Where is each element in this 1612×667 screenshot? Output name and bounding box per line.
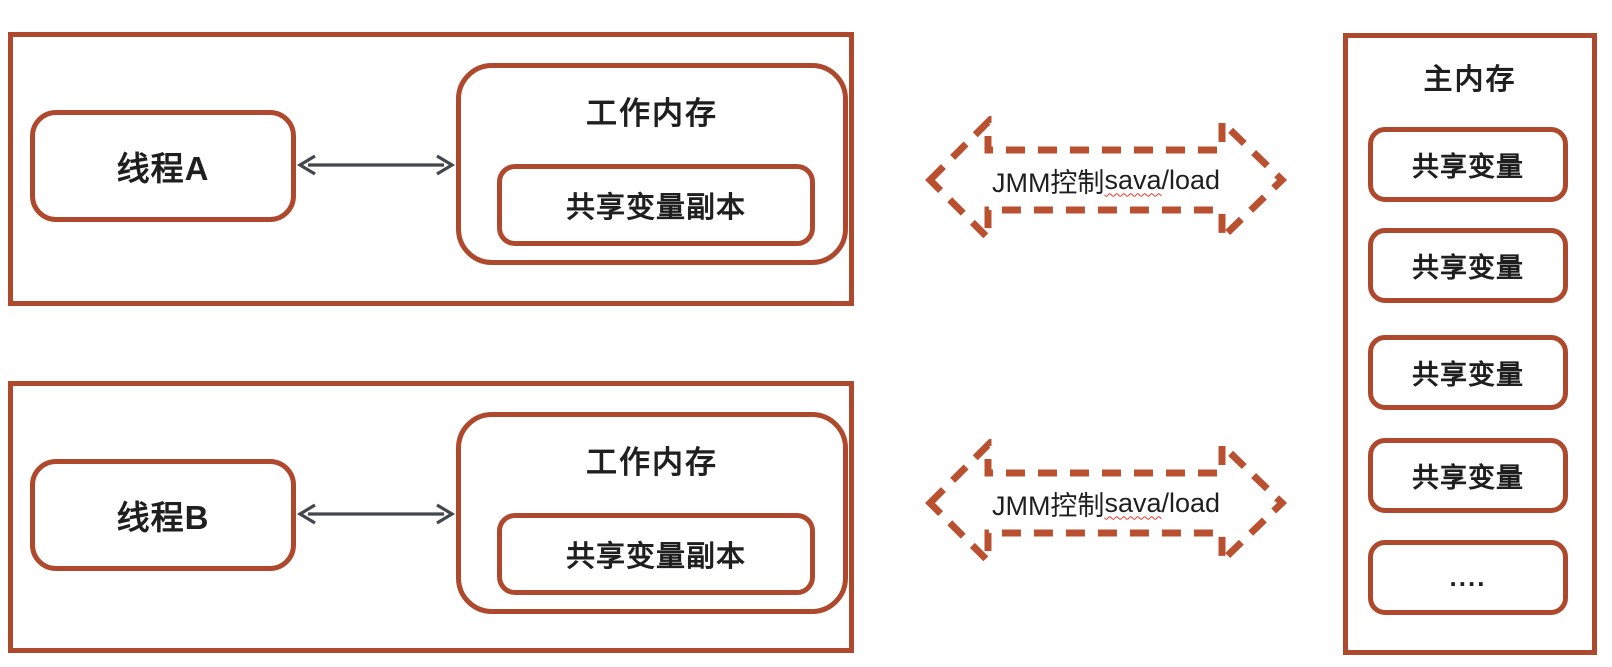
jmm-label-suffix: /load <box>1161 164 1221 195</box>
thread-b-container: 线程B 工作内存 共享变量副本 <box>8 381 854 653</box>
shared-variable-slot-1: 共享变量 <box>1368 127 1568 202</box>
jmm-label-misspelled-word: sava <box>1104 487 1162 518</box>
shared-variable-slot-3: 共享变量 <box>1368 335 1568 410</box>
jmm-label-misspelled-word: sava <box>1104 164 1162 195</box>
double-arrow-icon <box>296 503 456 525</box>
thread-a-container: 线程A 工作内存 共享变量副本 <box>8 32 854 306</box>
main-memory-title: 主内存 <box>1423 64 1517 96</box>
shared-variable-label: 共享变量 <box>1412 360 1524 390</box>
shared-copy-a-box: 共享变量副本 <box>497 164 815 246</box>
shared-variable-label: 共享变量 <box>1412 463 1524 493</box>
working-memory-b-box: 工作内存 共享变量副本 <box>456 412 848 614</box>
double-arrow-icon <box>296 154 456 176</box>
working-memory-a-box: 工作内存 共享变量副本 <box>456 63 848 265</box>
dashed-double-arrow-icon <box>925 439 1288 567</box>
shared-copy-a-label: 共享变量副本 <box>565 192 746 224</box>
shared-copy-b-box: 共享变量副本 <box>497 513 815 595</box>
thread-b-label: 线程B <box>116 499 210 536</box>
dashed-double-arrow-icon <box>925 116 1288 244</box>
more-variables-slot: .... <box>1368 540 1568 615</box>
shared-variable-label: 共享变量 <box>1412 152 1524 182</box>
shared-variable-slot-2: 共享变量 <box>1368 228 1568 303</box>
working-memory-b-title: 工作内存 <box>586 445 718 480</box>
thread-b-box: 线程B <box>30 459 296 571</box>
shared-variable-slot-4: 共享变量 <box>1368 438 1568 513</box>
jmm-label-suffix: /load <box>1161 487 1221 518</box>
shared-variable-label: 共享变量 <box>1412 253 1524 283</box>
jmm-label-prefix: JMM控制 <box>991 490 1105 521</box>
shared-copy-b-label: 共享变量副本 <box>565 541 746 573</box>
ellipsis-label: .... <box>1449 562 1487 592</box>
working-memory-a-title: 工作内存 <box>586 96 718 131</box>
thread-a-label: 线程A <box>116 150 210 187</box>
thread-a-box: 线程A <box>30 110 296 222</box>
jmm-label-prefix: JMM控制 <box>991 167 1105 198</box>
main-memory-panel: 主内存 共享变量 共享变量 共享变量 共享变量 .... <box>1343 33 1597 655</box>
